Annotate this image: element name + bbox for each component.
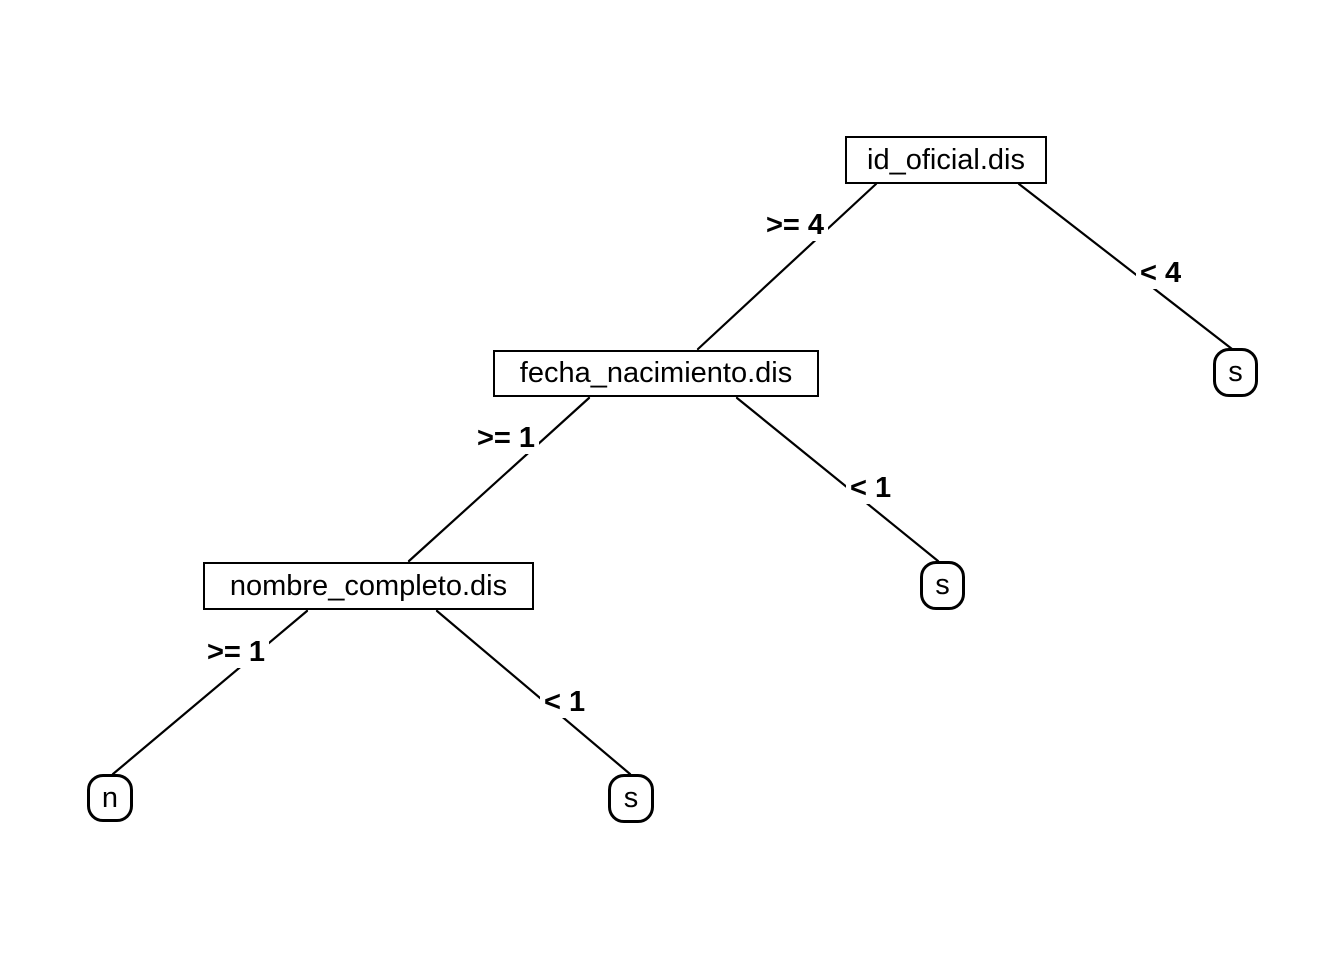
leaf-node-s-upper-right: s: [1213, 348, 1258, 397]
edge-label-ge-4: >= 4: [762, 210, 829, 241]
leaf-node-s-middle: s: [920, 561, 965, 610]
edge-fecha-to-nombre: [407, 396, 591, 563]
edge-root-to-leaf-s1: [1017, 182, 1234, 351]
edge-label-lt-4: < 4: [1136, 258, 1186, 289]
leaf-node-s-bottom: s: [608, 774, 654, 823]
edge-fecha-to-leaf-s2: [735, 396, 940, 563]
edge-label-ge-1-upper: >= 1: [473, 423, 540, 454]
edge-root-to-fecha: [696, 182, 878, 351]
edge-label-lt-1-upper: < 1: [846, 473, 896, 504]
edge-nombre-to-leaf-n: [111, 609, 309, 776]
edge-nombre-to-leaf-s3: [435, 609, 632, 776]
edge-label-ge-1-lower: >= 1: [203, 637, 270, 668]
split-node-fecha-nacimiento: fecha_nacimiento.dis: [493, 350, 819, 397]
leaf-node-n-bottom-left: n: [87, 774, 133, 822]
split-node-nombre-completo: nombre_completo.dis: [203, 562, 534, 610]
edge-label-lt-1-lower: < 1: [540, 687, 590, 718]
split-node-id-oficial: id_oficial.dis: [845, 136, 1047, 184]
